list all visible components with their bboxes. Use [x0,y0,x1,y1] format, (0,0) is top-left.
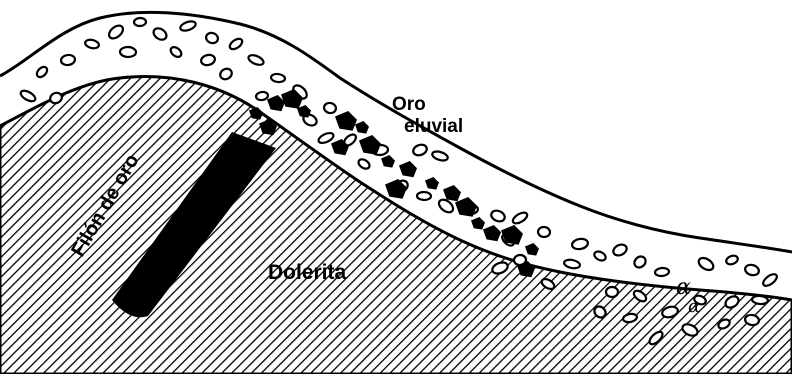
pebble [35,65,49,79]
gold-nugget [425,177,439,190]
dolerite-bedrock [0,76,792,374]
pebble [563,259,580,270]
pebble [431,150,449,162]
gold-nugget [455,197,477,217]
gold-nugget [483,225,501,241]
pebble [271,73,286,83]
pebble [84,39,99,50]
pebble [205,31,220,44]
pebble [357,157,371,170]
pebble [752,295,769,304]
pebble [120,47,136,58]
pebble [134,18,146,27]
pebble [107,23,126,41]
gold-nugget [355,121,369,134]
gold-nugget [359,135,381,155]
pebble [538,226,551,237]
pebble [606,287,618,297]
pebble [511,210,529,225]
pebble [218,67,233,82]
eluvial-gold-label-line2: eluvial [404,116,463,137]
pebble [632,254,648,269]
pebble [571,238,588,251]
gold-nugget [471,217,485,230]
pebble [697,256,716,273]
pebble [725,254,739,266]
pebble [323,102,337,114]
pebble [744,263,760,276]
pebble [593,250,607,263]
pebble [655,267,670,276]
gold-nugget [399,161,417,177]
pebble [60,54,75,66]
pebble [255,91,268,101]
dolerite-label: Dolerita [268,261,347,284]
pebble [317,131,335,145]
eluvial-gold-label-line1: Oro [392,94,426,115]
pebble [19,89,37,104]
pebble [761,272,779,288]
pebble [612,242,629,257]
gold-nugget [335,111,357,131]
gold-nugget [381,155,395,168]
pebble [179,20,197,33]
pebble [490,209,507,224]
pebble [151,26,168,42]
alpha-symbol: α [688,296,700,317]
pebble [412,143,429,157]
gold-nugget [525,243,539,256]
pebble [228,37,244,52]
pebble [169,45,183,59]
pebble [417,192,431,200]
gold-nugget [443,185,461,201]
pebble [200,53,216,66]
pebble [247,53,265,67]
